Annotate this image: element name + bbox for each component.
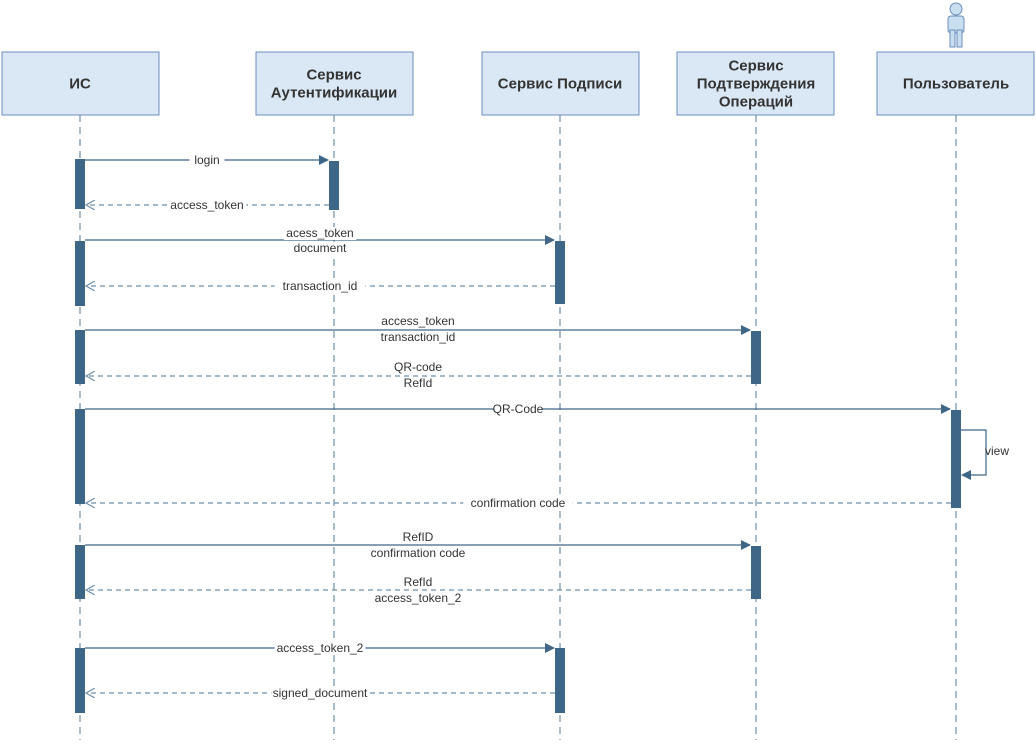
message-call: QR-Code	[85, 402, 951, 416]
participant-box	[255, 51, 414, 116]
label-background	[400, 377, 436, 390]
participant-label: Сервис Подписи	[498, 76, 622, 93]
participant-label: Аутентификации	[271, 85, 398, 102]
label-background	[363, 547, 473, 560]
activation-bar-is	[75, 241, 85, 306]
participant-label: Пользователь	[903, 76, 1009, 93]
activation-bar-is	[75, 330, 85, 384]
message-label: login	[194, 153, 219, 167]
participant-box	[876, 51, 1035, 116]
message-call: access_token_2	[85, 641, 555, 655]
label-background	[274, 280, 366, 293]
label-background	[400, 576, 436, 589]
label-background	[274, 642, 366, 655]
label-background	[372, 592, 464, 605]
message-label: view	[985, 444, 1009, 458]
message-call: RefID confirmation code	[85, 530, 751, 560]
activation-bar-is	[75, 545, 85, 599]
message-label: QR-code	[394, 360, 442, 374]
message-label: access_token	[170, 198, 243, 212]
label-background	[372, 331, 464, 344]
message-label: QR-Code	[493, 402, 544, 416]
message-call: login	[85, 153, 329, 167]
message-return: RefId access_token_2	[86, 575, 751, 605]
activation-bar-confirm	[751, 331, 761, 384]
message-label: transaction_id	[283, 279, 358, 293]
participant-label: Подтверждения	[697, 76, 815, 93]
activation-bar-sign	[555, 648, 565, 713]
participant-sign: Сервис Подписи	[481, 51, 640, 116]
label-background	[394, 361, 442, 374]
message-call: access_token transaction_id	[85, 314, 751, 344]
message-label: access_token	[381, 314, 454, 328]
message-label: transaction_id	[381, 330, 456, 344]
label-background	[189, 154, 225, 167]
message-label: document	[294, 241, 347, 255]
message-label: RefId	[404, 376, 433, 390]
participant-label: ИС	[69, 76, 91, 93]
label-background	[378, 315, 458, 328]
self-message-arrow	[961, 429, 987, 480]
message-label: access_token_2	[277, 641, 364, 655]
message-self: view	[961, 429, 1009, 480]
message-label: signed_document	[273, 686, 368, 700]
participant-label: Сервис	[728, 58, 783, 75]
label-background	[494, 403, 542, 416]
participant-is: ИС	[1, 51, 160, 116]
label-background	[167, 199, 247, 212]
label-background	[400, 531, 436, 544]
message-label: confirmation code	[371, 546, 466, 560]
message-label: RefId	[404, 575, 433, 589]
message-return: access_token	[86, 198, 329, 212]
message-label: acess_token	[286, 226, 353, 240]
label-background	[293, 242, 347, 255]
message-label: confirmation code	[471, 496, 566, 510]
message-label: RefID	[403, 530, 434, 544]
participant-label: Операций	[719, 94, 793, 111]
label-background	[463, 497, 573, 510]
message-return: transaction_id	[86, 279, 555, 293]
activation-bar-auth	[329, 161, 339, 210]
message-label: access_token_2	[375, 591, 462, 605]
activation-bar-user	[951, 410, 961, 508]
label-background	[271, 687, 369, 700]
message-return: confirmation code	[86, 496, 951, 510]
participant-label: Сервис	[306, 67, 361, 84]
activation-bar-sign	[555, 241, 565, 304]
activation-bar-confirm	[751, 546, 761, 599]
activation-bar-is	[75, 159, 85, 209]
activation-bar-is	[75, 648, 85, 713]
message-return: signed_document	[86, 686, 555, 700]
participant-box	[676, 51, 835, 116]
label-background	[283, 227, 357, 240]
participant-user: Пользователь	[876, 51, 1035, 116]
participant-box	[1, 51, 160, 116]
user-actor-icon	[947, 2, 965, 48]
activation-bar-is	[75, 409, 85, 504]
participant-box	[481, 51, 640, 116]
